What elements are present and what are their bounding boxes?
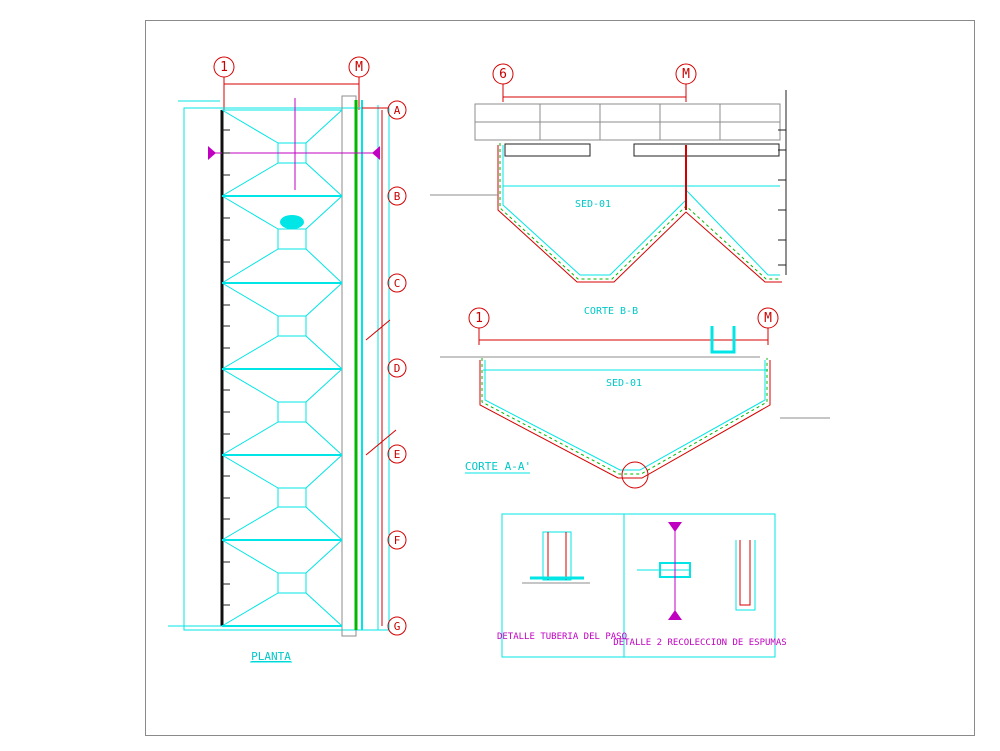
svg-text:G: G	[394, 620, 401, 633]
bb-axis-top-6: 6	[492, 63, 514, 85]
bb-title: CORTE B-B	[584, 306, 638, 317]
drawing-sheet	[145, 20, 975, 736]
svg-text:E: E	[394, 448, 401, 461]
details-frame	[501, 513, 776, 658]
svg-text:F: F	[394, 534, 401, 547]
svg-text:1: 1	[475, 311, 483, 326]
plan-walkway	[341, 95, 357, 637]
svg-text:C: C	[394, 277, 401, 290]
plan-wall-ticks	[222, 129, 230, 606]
svg-text:M: M	[355, 60, 363, 75]
section-aa: 1 M SED-01 CORTE A-A'	[440, 307, 830, 489]
bb-axis-top-m: M	[675, 63, 697, 85]
plan-hopper-cells	[208, 98, 380, 627]
bb-tank-label: SED-01	[575, 199, 611, 210]
detail-left: DETALLE TUBERIA DEL PASO	[497, 531, 627, 642]
plan-axis-top-m: M	[348, 56, 370, 110]
svg-text:D: D	[394, 362, 401, 375]
plan-view: 1 M	[168, 56, 407, 663]
svg-text:1: 1	[220, 60, 228, 75]
svg-text:DETALLE 2 RECOLECCION DE ESPUM: DETALLE 2 RECOLECCION DE ESPUMAS	[613, 638, 786, 648]
svg-text:DETALLE TUBERIA DEL PASO: DETALLE TUBERIA DEL PASO	[497, 632, 627, 642]
aa-axis-top-1: 1	[468, 307, 490, 329]
plan-title: PLANTA	[251, 650, 291, 663]
svg-text:M: M	[682, 67, 690, 82]
detail-right: DETALLE 2 RECOLECCION DE ESPUMAS	[613, 522, 787, 648]
details: DETALLE TUBERIA DEL PASO DETALLE 2 RECOL…	[497, 513, 787, 658]
svg-text:M: M	[764, 311, 772, 326]
plan-axis-top-1: 1	[213, 56, 235, 110]
aa-title: CORTE A-A'	[465, 460, 531, 473]
svg-text:6: 6	[499, 67, 507, 82]
plan-axis-right: A B C D E F G	[362, 100, 407, 636]
plan-outer-frame	[183, 107, 390, 631]
svg-text:A: A	[394, 104, 401, 117]
svg-text:B: B	[394, 190, 401, 203]
aa-tank-label: SED-01	[606, 378, 642, 389]
aa-axis-top-m: M	[757, 307, 779, 329]
section-bb: 6 M SED-01 CORTE B-B	[430, 63, 787, 317]
